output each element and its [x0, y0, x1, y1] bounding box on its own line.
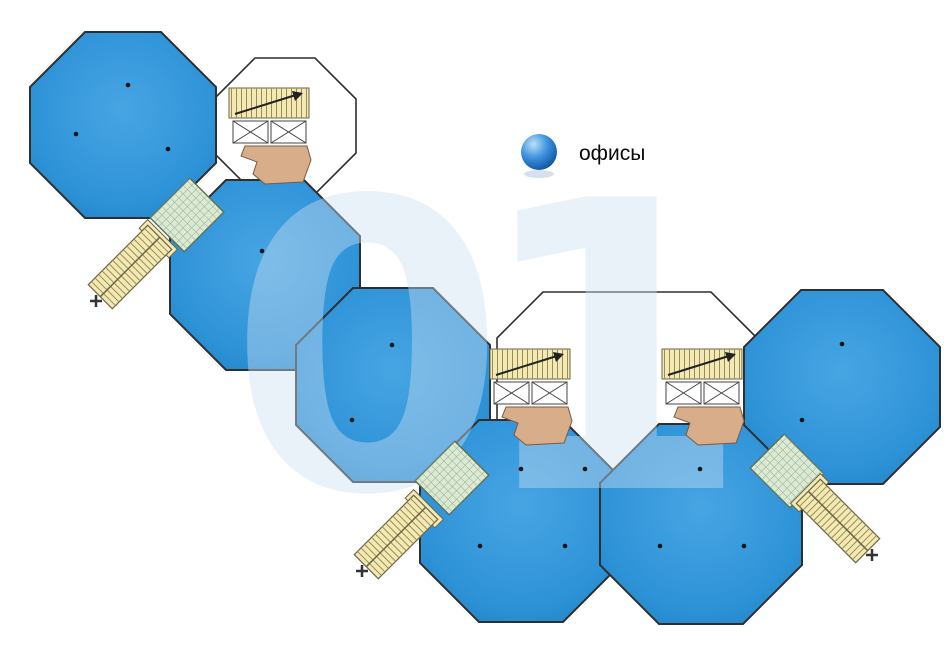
column-dot: [349, 417, 355, 423]
column-dot: [477, 543, 483, 549]
column-dots: [73, 82, 845, 549]
column-dot: [73, 131, 79, 137]
legend-marker-offices-icon: [521, 134, 557, 170]
column-dot: [125, 82, 131, 88]
column-dot: [518, 466, 524, 472]
column-dot: [657, 543, 663, 549]
legend: офисы: [521, 134, 645, 178]
column-dot: [259, 248, 265, 254]
column-dot: [389, 342, 395, 348]
column-dot: [562, 543, 568, 549]
legend-label: офисы: [579, 142, 645, 165]
legend-marker-shadow: [524, 170, 554, 178]
column-dot: [697, 466, 703, 472]
column-dot: [839, 341, 845, 347]
column-dot: [582, 466, 588, 472]
column-dot: [799, 417, 805, 423]
column-dot: [165, 146, 171, 152]
column-dot: [741, 543, 747, 549]
office-area-6[interactable]: [599, 423, 803, 625]
office-area-5[interactable]: [743, 289, 941, 485]
watermark-text: 01: [228, 118, 729, 583]
fire-stairs-1: [84, 218, 179, 313]
